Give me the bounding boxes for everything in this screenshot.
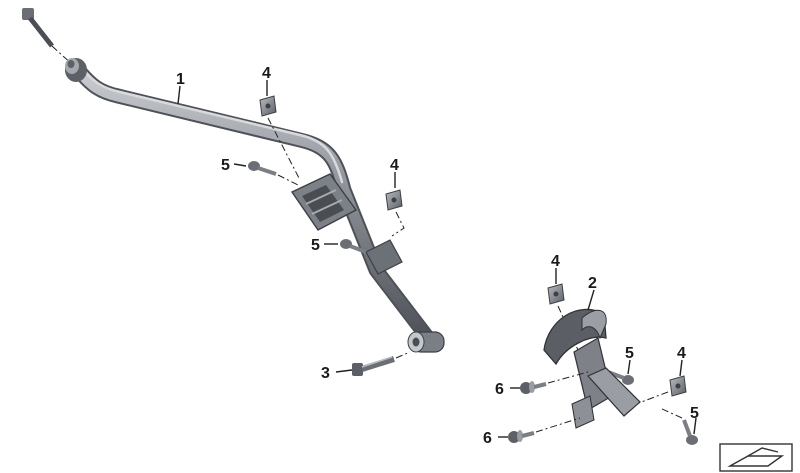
callout-4-c: 4: [551, 253, 560, 270]
parts-diagram-icon: [719, 443, 793, 472]
screw-part-5-b: [340, 239, 367, 254]
leader-5c: [627, 359, 631, 375]
callout-1: 1: [176, 71, 185, 88]
clip-nut-part-4-b: [385, 189, 403, 211]
callout-5-c: 5: [625, 345, 634, 362]
screw-part-5-a: [248, 161, 277, 176]
callout-5-b: 5: [311, 237, 320, 254]
long-bolt-part-3: [352, 351, 411, 376]
top-bushing: [65, 58, 87, 82]
callout-2: 2: [588, 275, 597, 292]
callout-4-a: 4: [262, 65, 271, 82]
frame-bracket-plate: [290, 173, 358, 231]
callout-6-b: 6: [483, 430, 492, 447]
clip-nut-part-4-d: [669, 375, 687, 397]
leader-5d: [693, 417, 697, 435]
screw-part-6-b: [508, 430, 535, 443]
frame-tube-part-1: [22, 8, 445, 353]
screw-part-5-d: [682, 419, 698, 445]
callout-5-d: 5: [690, 405, 699, 422]
leader-4d: [679, 359, 683, 377]
bracket-part-2: [543, 308, 641, 429]
callout-3: 3: [321, 365, 330, 382]
leader-3: [335, 369, 353, 373]
screw-part-6-a: [520, 381, 547, 394]
callout-4-d: 4: [677, 345, 686, 362]
callout-5-a: 5: [221, 157, 230, 174]
clip-nut-part-4-a: [259, 95, 277, 117]
leader-2: [587, 289, 595, 311]
leader-5a: [233, 163, 247, 167]
top-bolt: [22, 8, 54, 48]
callout-6-a: 6: [495, 381, 504, 398]
callout-4-b: 4: [390, 157, 399, 174]
bottom-bushing: [407, 331, 445, 353]
clip-nut-part-4-c: [547, 283, 565, 305]
leader-1: [177, 85, 181, 105]
